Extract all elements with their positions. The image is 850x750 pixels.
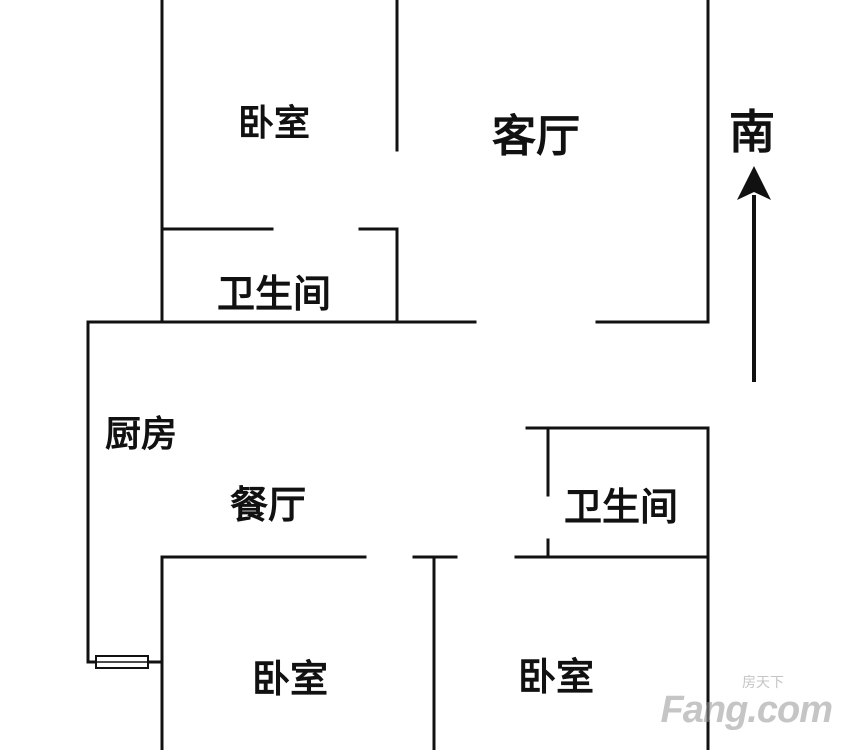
room-label-living-room: 客厅 [492, 111, 580, 162]
watermark-logo: 房天下 Fang.com [647, 672, 833, 732]
room-label-bedroom-top: 卧室 [238, 103, 311, 144]
room-label-bathroom-upper: 卫生间 [217, 272, 332, 316]
watermark-text: Fang.com [660, 689, 833, 731]
room-label-bedroom-bottom-left: 卧室 [252, 657, 329, 701]
room-label-bathroom-lower: 卫生间 [564, 485, 679, 529]
room-label-kitchen: 厨房 [105, 414, 178, 455]
room-label-bedroom-bottom-right: 卧室 [518, 655, 595, 699]
compass-south-label: 南 [729, 105, 775, 159]
watermark-subtext: 房天下 [742, 675, 784, 691]
south-arrow-head [737, 166, 771, 200]
room-label-dining-room: 餐厅 [230, 483, 307, 527]
